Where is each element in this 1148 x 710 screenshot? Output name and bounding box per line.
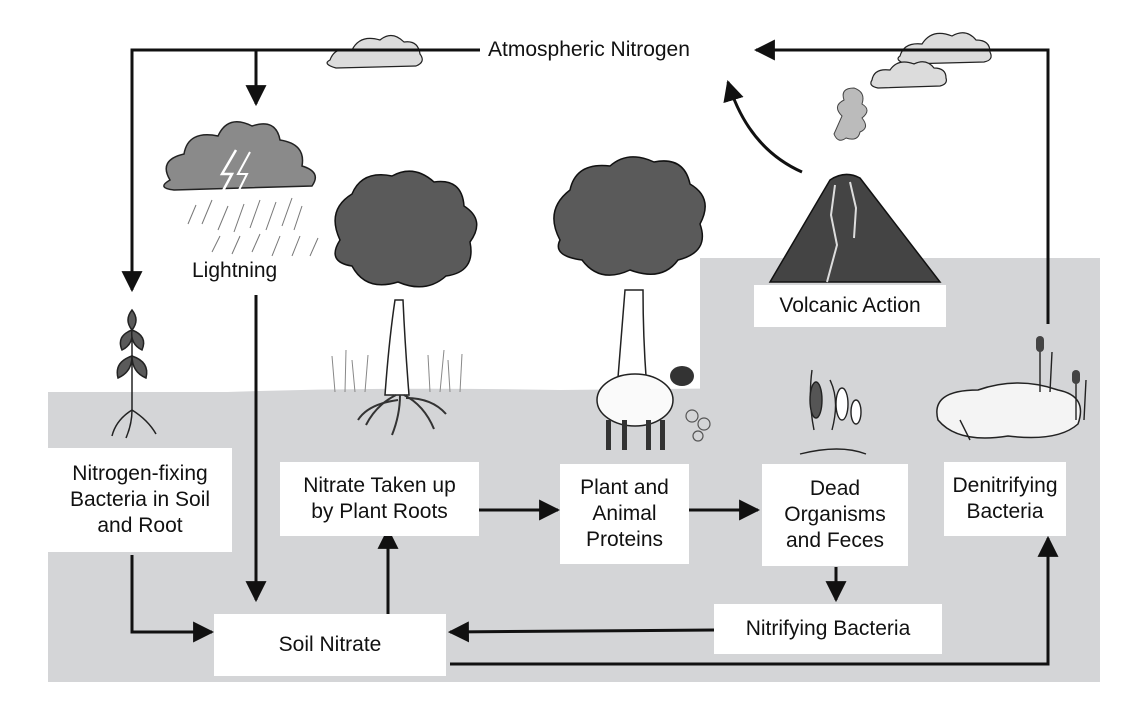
arrow-denitrifying-to-atmos	[753, 39, 1050, 324]
arrow-fixing-to-soil	[130, 555, 215, 643]
dead-plant-icon	[799, 369, 867, 455]
label-denitrifying: Denitrifying Bacteria	[944, 462, 1066, 536]
storm-cloud-icon	[163, 121, 319, 257]
label-nitrate-taken-up: Nitrate Taken up by Plant Roots	[280, 462, 479, 536]
tree-icon	[331, 170, 478, 436]
label-soil-nitrate: Soil Nitrate	[214, 614, 446, 676]
label-nitrogen-fixing: Nitrogen-fixing Bacteria in Soil and Roo…	[48, 448, 232, 552]
label-lightning: Lightning	[192, 259, 278, 282]
volcano-icon	[768, 87, 942, 283]
arrow-atmos-to-fixing	[121, 48, 480, 293]
cloud-icon	[870, 32, 992, 89]
arrow-soil-to-denitrifying	[450, 535, 1059, 666]
arrow-nitrifying-to-soil	[447, 621, 715, 643]
label-nitrifying: Nitrifying Bacteria	[714, 604, 942, 654]
label-plant-animal-proteins: Plant and Animal Proteins	[560, 464, 689, 564]
tree-icon	[553, 156, 706, 391]
legume-plant-icon	[111, 308, 157, 439]
sheep-icon	[596, 366, 711, 450]
label-dead-organisms: Dead Organisms and Feces	[762, 464, 908, 566]
pond-icon	[936, 336, 1087, 441]
arrow-volcano-to-atmos	[723, 79, 803, 174]
label-atmospheric-nitrogen: Atmospheric Nitrogen	[488, 38, 690, 61]
cloud-icon	[326, 34, 423, 69]
label-volcanic-action: Volcanic Action	[754, 285, 946, 327]
